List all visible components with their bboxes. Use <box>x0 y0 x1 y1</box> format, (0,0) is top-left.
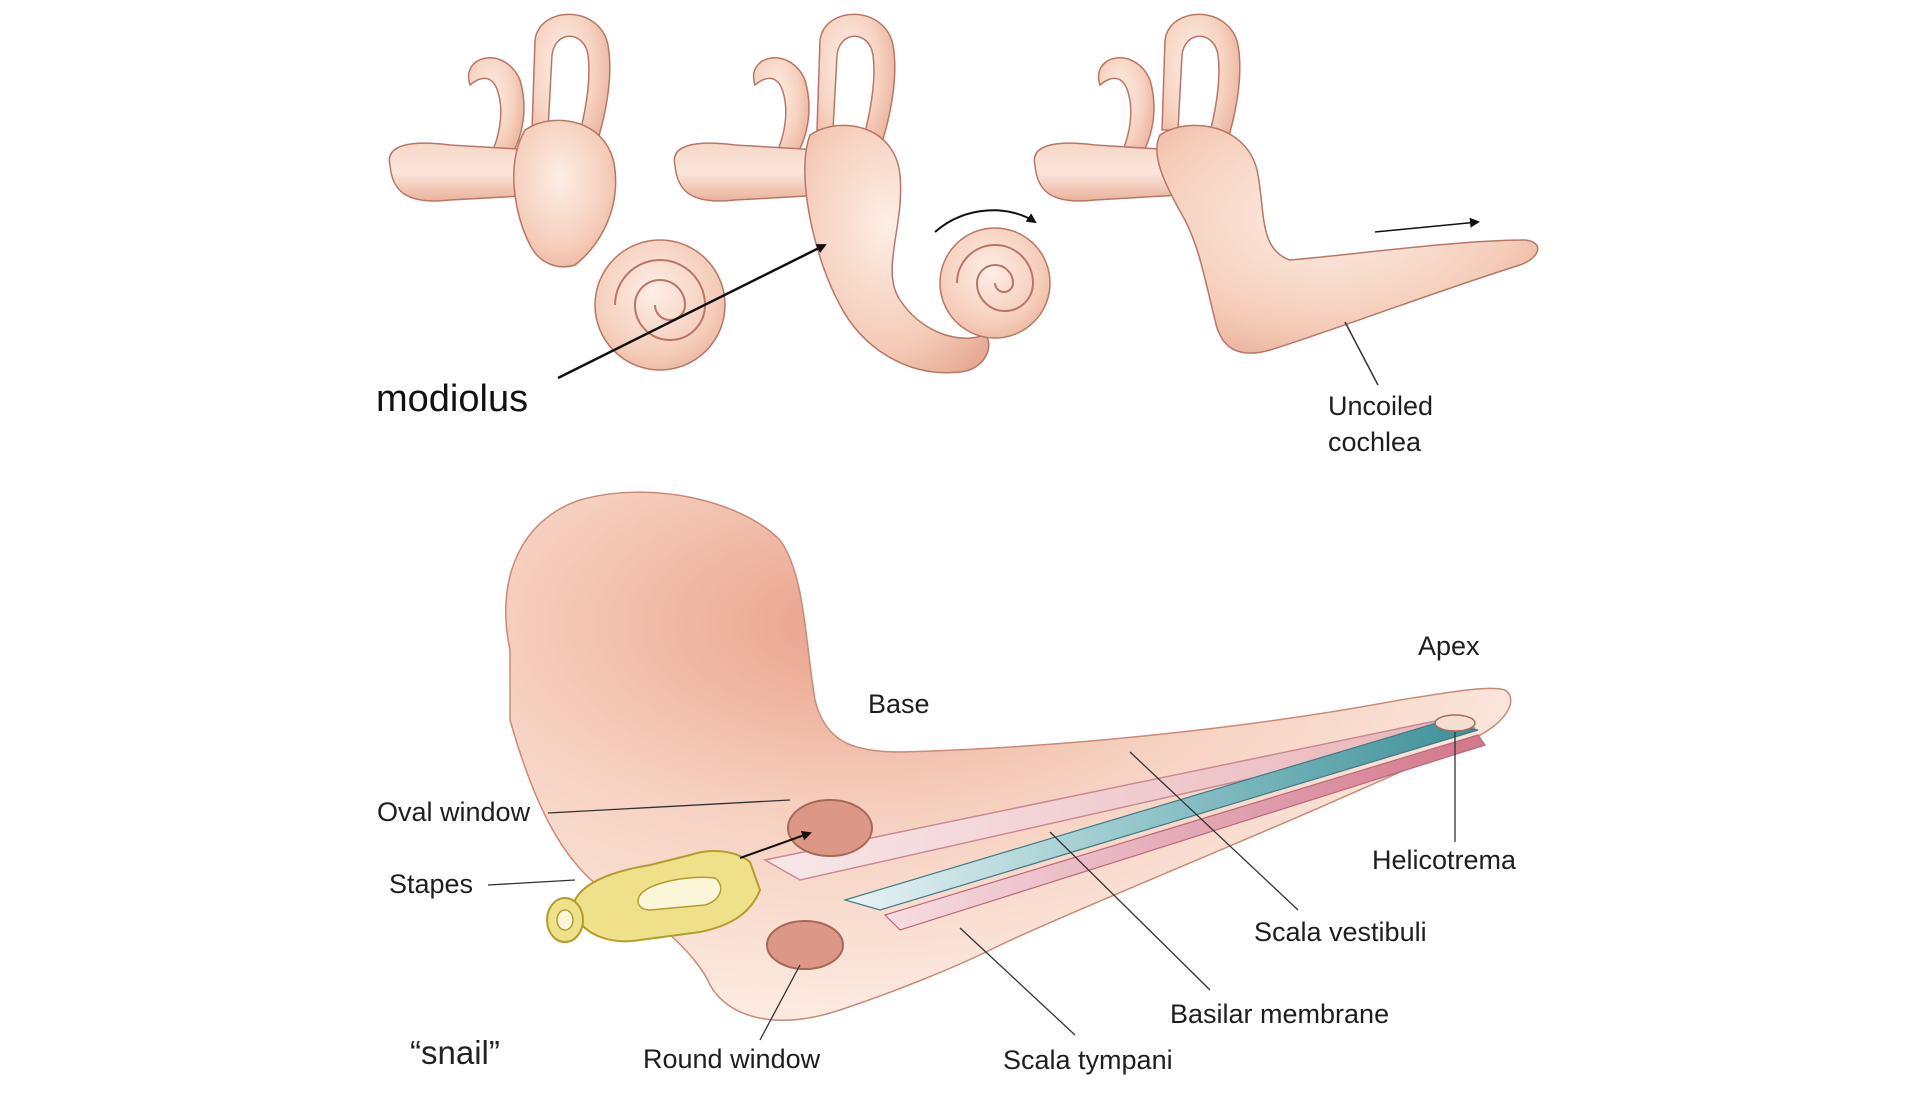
base-label: Base <box>868 689 930 719</box>
stapes-bone <box>546 850 762 943</box>
apex-label: Apex <box>1418 631 1480 661</box>
inner-ear-coiled-2 <box>673 13 1051 374</box>
inner-ear-coiled-1 <box>388 13 726 371</box>
snail-label: “snail” <box>410 1034 500 1071</box>
oval-window-label: Oval window <box>377 797 531 827</box>
leader-lines <box>487 732 1456 1041</box>
round-window-label: Round window <box>643 1044 821 1074</box>
modiolus-arrow <box>557 243 827 380</box>
stapes-label: Stapes <box>389 869 474 899</box>
uncoiled-cochlea-label-line1: Uncoiled <box>1328 391 1434 421</box>
cochlea-cross-section <box>505 491 1512 1021</box>
scala-vestibuli-label: Scala vestibuli <box>1254 917 1427 947</box>
inner-ear-uncoiled <box>1033 13 1539 386</box>
uncoiled-cochlea-label-line2: cochlea <box>1328 427 1422 457</box>
uncoiled-cochlea-label: Uncoiled cochlea <box>1328 388 1488 460</box>
basilar-membrane-label: Basilar membrane <box>1170 999 1390 1029</box>
helicotrema-label: Helicotrema <box>1372 845 1517 875</box>
scala-tympani-label: Scala tympani <box>1003 1045 1173 1075</box>
modiolus-label: modiolus <box>376 378 529 420</box>
